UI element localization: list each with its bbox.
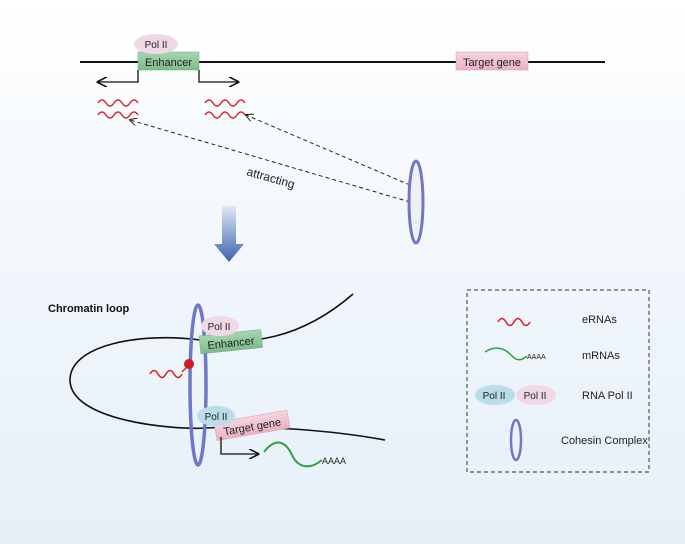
legend-pol-blue: Pol II: [475, 385, 515, 405]
enhancer-bottom-label: Enhancer: [207, 335, 255, 352]
legend-cohesin-icon: [509, 418, 523, 462]
legend-mrna-icon: [484, 347, 528, 361]
transcription-arrow-left: [98, 70, 139, 82]
mrna-bottom: [263, 441, 323, 468]
target-gene-top-label: Target gene: [463, 57, 521, 69]
chromatin-loop-title: Chromatin loop: [48, 303, 130, 315]
mrna-polya-label: AAAA: [322, 456, 346, 466]
target-gene-top: Target gene: [455, 51, 529, 71]
legend-pol-blue-label: Pol II: [483, 391, 506, 402]
transition-arrow: [214, 206, 244, 262]
legend-rna-pol-label: RNA Pol II: [582, 390, 633, 402]
attracting-arrow-left: [130, 120, 411, 203]
pol-ii-target-label: Pol II: [205, 412, 228, 423]
legend-box: [466, 289, 650, 473]
pol-ii-enhancer: Pol II: [201, 316, 239, 336]
enhancer-top-label: Enhancer: [145, 57, 192, 69]
erna-group-left: [97, 99, 139, 119]
legend-cohesin-label: Cohesin Complex: [561, 435, 648, 447]
transcription-arrow-right: [198, 70, 238, 82]
legend-erna-icon: [497, 317, 531, 327]
legend-pol-pink: Pol II: [516, 385, 556, 405]
transcription-arrow-bottom: [220, 437, 258, 454]
legend-erna-label: eRNAs: [582, 314, 617, 326]
cohesin-ring-bottom: [188, 303, 208, 467]
pol-ii-top: Pol II: [134, 34, 178, 54]
erna-bottom: [149, 369, 183, 379]
attracting-label: attracting: [245, 164, 296, 191]
pol-ii-top-label: Pol II: [145, 40, 168, 51]
legend-mrna-label: mRNAs: [582, 350, 620, 362]
pol-ii-target: Pol II: [197, 406, 235, 426]
pol-ii-enhancer-label: Pol II: [208, 322, 231, 333]
erna-binding-dot: [184, 359, 194, 369]
attracting-arrow-right: [246, 115, 411, 186]
legend-pol-pink-label: Pol II: [524, 391, 547, 402]
erna-group-right: [204, 99, 246, 119]
enhancer-top: Enhancer: [137, 51, 200, 71]
cohesin-ring-top: [407, 159, 425, 245]
legend-mrna-tail: AAAA: [527, 354, 546, 361]
